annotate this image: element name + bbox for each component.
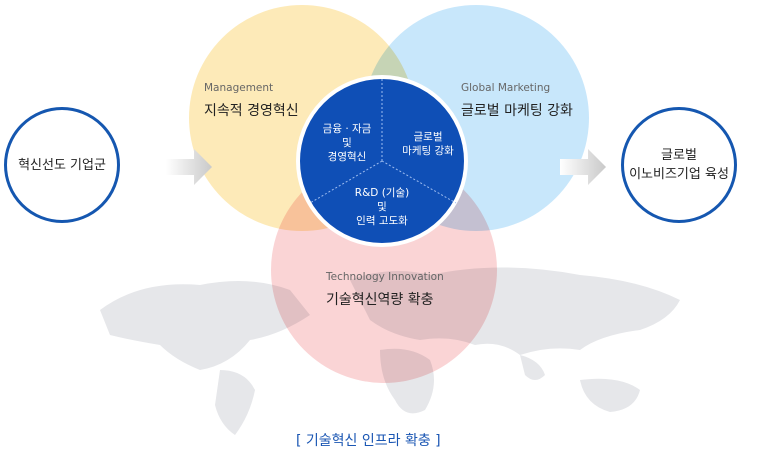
- finance-line2: 및: [342, 137, 352, 149]
- center-finance: 금융 · 자금 및 경영혁신: [311, 122, 383, 164]
- rnd-line2: 및: [377, 201, 387, 213]
- management-sub-label: Management: [204, 82, 274, 94]
- global-main-label: 글로벌 마케팅 강화: [461, 103, 573, 119]
- finance-line3: 경영혁신: [327, 151, 367, 163]
- center-marketing: 글로벌 마케팅 강화: [388, 130, 468, 158]
- center-rnd: R&D (기술) 및 인력 고도화: [342, 186, 422, 228]
- marketing-line1: 글로벌: [413, 131, 443, 143]
- finance-line1: 금융 · 자금: [322, 123, 372, 135]
- left-node-circle: 혁신선도 기업군: [4, 107, 120, 223]
- diagram-caption: [ 기술혁신 인프라 확충 ]: [296, 433, 441, 449]
- right-node-line1: 글로벌: [661, 148, 697, 163]
- global-sub-label: Global Marketing: [461, 82, 551, 94]
- divider-left: [309, 160, 383, 204]
- technology-main-label: 기술혁신역량 확충: [326, 292, 434, 308]
- right-node-circle: 글로벌 이노비즈기업 육성: [621, 107, 737, 223]
- technology-sub-label: Technology Innovation: [326, 271, 444, 283]
- rnd-line1: R&D (기술): [354, 187, 410, 199]
- center-circle: [296, 75, 468, 247]
- left-node-label: 혁신선도 기업군: [18, 157, 106, 173]
- arrow-right-icon: [166, 149, 212, 185]
- arrow-right-icon-2: [560, 149, 606, 185]
- marketing-line2: 마케팅 강화: [402, 145, 454, 157]
- management-main-label: 지속적 경영혁신: [204, 103, 299, 119]
- right-node-line2: 이노비즈기업 육성: [629, 167, 729, 182]
- rnd-line3: 인력 고도화: [356, 215, 408, 227]
